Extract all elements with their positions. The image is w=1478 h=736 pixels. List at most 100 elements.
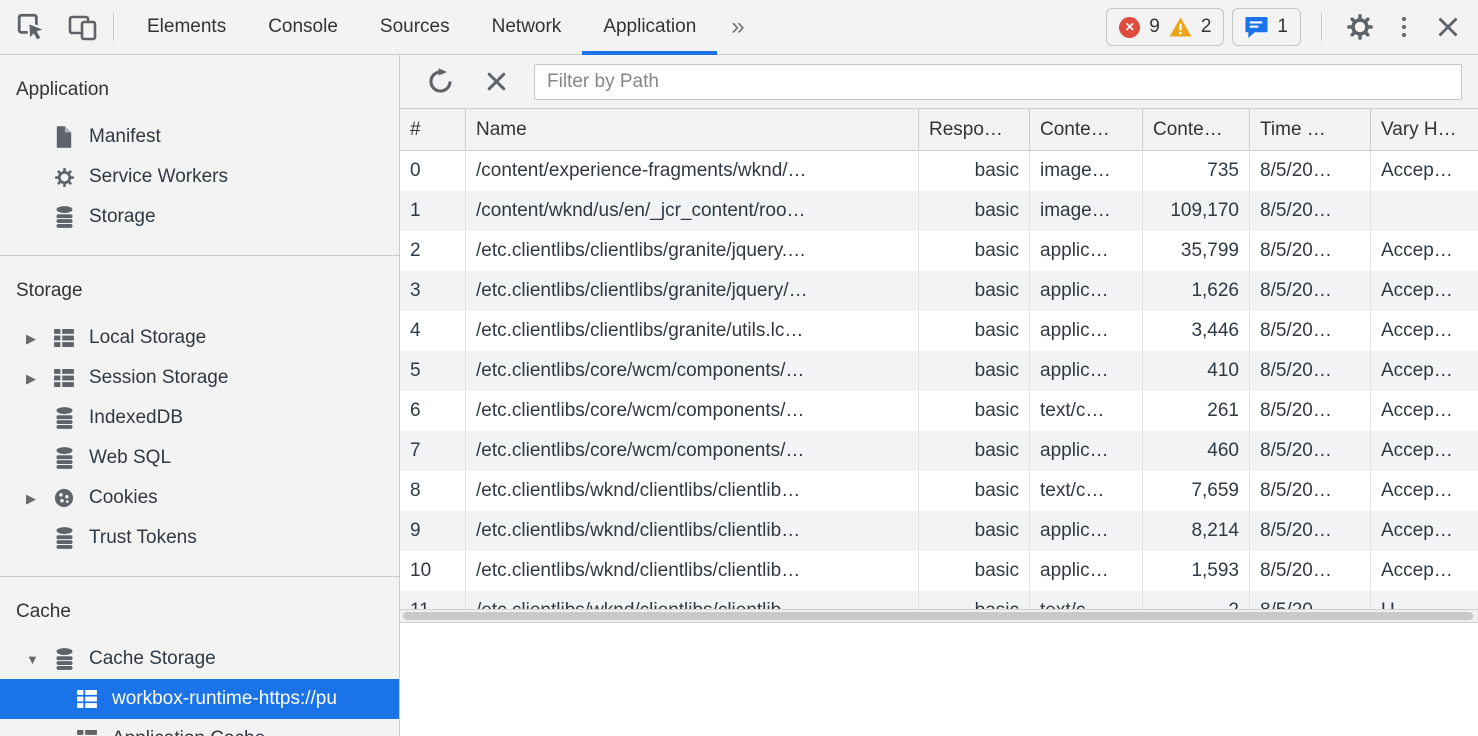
table-cell: 0 bbox=[400, 151, 466, 191]
table-cell: applic… bbox=[1030, 271, 1143, 311]
sidebar-item-session-storage[interactable]: ▶Session Storage bbox=[0, 358, 399, 398]
table-cell: basic bbox=[919, 231, 1030, 271]
filter-by-path-input[interactable] bbox=[534, 63, 1462, 100]
database-icon bbox=[52, 407, 76, 429]
sidebar-item-trust-tokens[interactable]: Trust Tokens bbox=[0, 518, 399, 558]
triangle-right-icon[interactable]: ▶ bbox=[26, 330, 36, 346]
column-header[interactable]: # bbox=[400, 109, 466, 150]
sidebar-item-indexeddb[interactable]: IndexedDB bbox=[0, 398, 399, 438]
scrollbar-thumb[interactable] bbox=[403, 612, 1473, 620]
console-errors-warnings-badge[interactable]: ✕ 9 2 bbox=[1106, 8, 1225, 46]
table-cell: /etc.clientlibs/wknd/clientlibs/clientli… bbox=[466, 551, 919, 591]
table-cell: 8,214 bbox=[1143, 511, 1250, 551]
table-cell: 8/5/20… bbox=[1250, 191, 1371, 231]
close-icon[interactable] bbox=[1430, 9, 1466, 45]
table-row[interactable]: 6/etc.clientlibs/core/wcm/components/…ba… bbox=[400, 391, 1478, 431]
triangle-right-icon[interactable]: ▶ bbox=[26, 490, 36, 506]
sidebar-item-web-sql[interactable]: Web SQL bbox=[0, 438, 399, 478]
table-row[interactable]: 7/etc.clientlibs/core/wcm/components/…ba… bbox=[400, 431, 1478, 471]
table-row[interactable]: 1/content/wknd/us/en/_jcr_content/roo…ba… bbox=[400, 191, 1478, 231]
sidebar-item-workbox-runtime-https-pu[interactable]: workbox-runtime-https://pu bbox=[0, 679, 399, 719]
table-cell: /etc.clientlibs/clientlibs/granite/jquer… bbox=[466, 271, 919, 311]
table-cell: applic… bbox=[1030, 231, 1143, 271]
table-cell: 8/5/20… bbox=[1250, 591, 1371, 609]
sidebar-item-label: Application Cache bbox=[112, 728, 265, 736]
table-row[interactable]: 11/etc.clientlibs/wknd/clientlibs/client… bbox=[400, 591, 1478, 609]
table-cell: image… bbox=[1030, 191, 1143, 231]
sidebar-item-cache-storage[interactable]: ▼Cache Storage bbox=[0, 639, 399, 679]
tab-elements[interactable]: Elements bbox=[126, 0, 247, 54]
database-icon bbox=[52, 206, 76, 228]
table-cell: 2 bbox=[400, 231, 466, 271]
issues-message-badge[interactable]: 1 bbox=[1232, 8, 1301, 46]
table-row[interactable]: 3/etc.clientlibs/clientlibs/granite/jque… bbox=[400, 271, 1478, 311]
more-tabs-button[interactable]: » bbox=[731, 13, 745, 40]
table-row[interactable]: 5/etc.clientlibs/core/wcm/components/…ba… bbox=[400, 351, 1478, 391]
sidebar-item-label: Trust Tokens bbox=[89, 527, 197, 548]
table-cell: 8/5/20… bbox=[1250, 151, 1371, 191]
table-row[interactable]: 9/etc.clientlibs/wknd/clientlibs/clientl… bbox=[400, 511, 1478, 551]
table-cell: 9 bbox=[400, 511, 466, 551]
sidebar-section-title: Cache bbox=[16, 601, 71, 622]
sidebar-item-label: Manifest bbox=[89, 126, 161, 147]
grid-body: 0/content/experience-fragments/wknd/…bas… bbox=[400, 151, 1478, 609]
table-grid-icon bbox=[52, 329, 76, 347]
column-header[interactable]: Respo… bbox=[919, 109, 1030, 150]
column-header[interactable]: Time … bbox=[1250, 109, 1371, 150]
table-row[interactable]: 10/etc.clientlibs/wknd/clientlibs/client… bbox=[400, 551, 1478, 591]
tab-application[interactable]: Application bbox=[582, 0, 718, 55]
table-cell: 8 bbox=[400, 471, 466, 511]
database-icon bbox=[52, 527, 76, 549]
horizontal-scrollbar[interactable] bbox=[400, 609, 1478, 623]
table-grid-icon bbox=[75, 690, 99, 708]
warning-count: 2 bbox=[1200, 16, 1212, 37]
column-header[interactable]: Vary H… bbox=[1381, 119, 1457, 140]
database-icon bbox=[52, 648, 76, 670]
table-cell: 3,446 bbox=[1143, 311, 1250, 351]
table-row[interactable]: 8/etc.clientlibs/wknd/clientlibs/clientl… bbox=[400, 471, 1478, 511]
sidebar-item-cookies[interactable]: ▶ Cookies bbox=[0, 478, 399, 518]
table-cell: 8/5/20… bbox=[1250, 271, 1371, 311]
table-grid-icon bbox=[52, 369, 76, 387]
column-header[interactable]: Conte… bbox=[1030, 109, 1143, 150]
table-cell: 1 bbox=[400, 191, 466, 231]
toolbar-divider bbox=[1321, 13, 1322, 41]
more-options-icon[interactable] bbox=[1386, 9, 1422, 45]
settings-gear-icon[interactable] bbox=[1342, 9, 1378, 45]
table-cell: applic… bbox=[1030, 511, 1143, 551]
toolbar-divider bbox=[113, 13, 114, 41]
sidebar-item-storage[interactable]: Storage bbox=[0, 197, 399, 237]
refresh-icon[interactable] bbox=[422, 64, 458, 100]
table-cell: 10 bbox=[400, 551, 466, 591]
message-count: 1 bbox=[1277, 16, 1288, 37]
table-cell: 8/5/20… bbox=[1250, 311, 1371, 351]
sidebar-item-local-storage[interactable]: ▶Local Storage bbox=[0, 318, 399, 358]
sidebar-item-label: Cookies bbox=[89, 487, 158, 508]
inspect-element-icon[interactable] bbox=[13, 9, 49, 45]
table-cell: Accep… bbox=[1381, 400, 1453, 421]
clear-icon[interactable] bbox=[478, 64, 514, 100]
sidebar-item-manifest[interactable]: Manifest bbox=[0, 117, 399, 157]
triangle-right-icon[interactable]: ▶ bbox=[26, 370, 36, 386]
sidebar-item-service-workers[interactable]: Service Workers bbox=[0, 157, 399, 197]
tab-sources[interactable]: Sources bbox=[359, 0, 471, 54]
triangle-down-icon[interactable]: ▼ bbox=[26, 651, 39, 667]
table-cell: Accep… bbox=[1381, 480, 1453, 501]
table-row[interactable]: 4/etc.clientlibs/clientlibs/granite/util… bbox=[400, 311, 1478, 351]
table-row[interactable]: 0/content/experience-fragments/wknd/…bas… bbox=[400, 151, 1478, 191]
device-toolbar-icon[interactable] bbox=[65, 9, 101, 45]
tab-network[interactable]: Network bbox=[471, 0, 583, 54]
table-row[interactable]: 2/etc.clientlibs/clientlibs/granite/jque… bbox=[400, 231, 1478, 271]
sidebar-item-application-cache[interactable]: Application Cache bbox=[0, 719, 399, 736]
sidebar-item-label: Web SQL bbox=[89, 447, 172, 468]
column-header[interactable]: Conte… bbox=[1143, 109, 1250, 150]
tab-console[interactable]: Console bbox=[247, 0, 359, 54]
table-cell: Accep… bbox=[1381, 360, 1453, 381]
table-cell: basic bbox=[919, 591, 1030, 609]
table-cell: 5 bbox=[400, 351, 466, 391]
table-cell: /etc.clientlibs/clientlibs/granite/jquer… bbox=[466, 231, 919, 271]
column-header[interactable]: Name bbox=[466, 109, 919, 150]
